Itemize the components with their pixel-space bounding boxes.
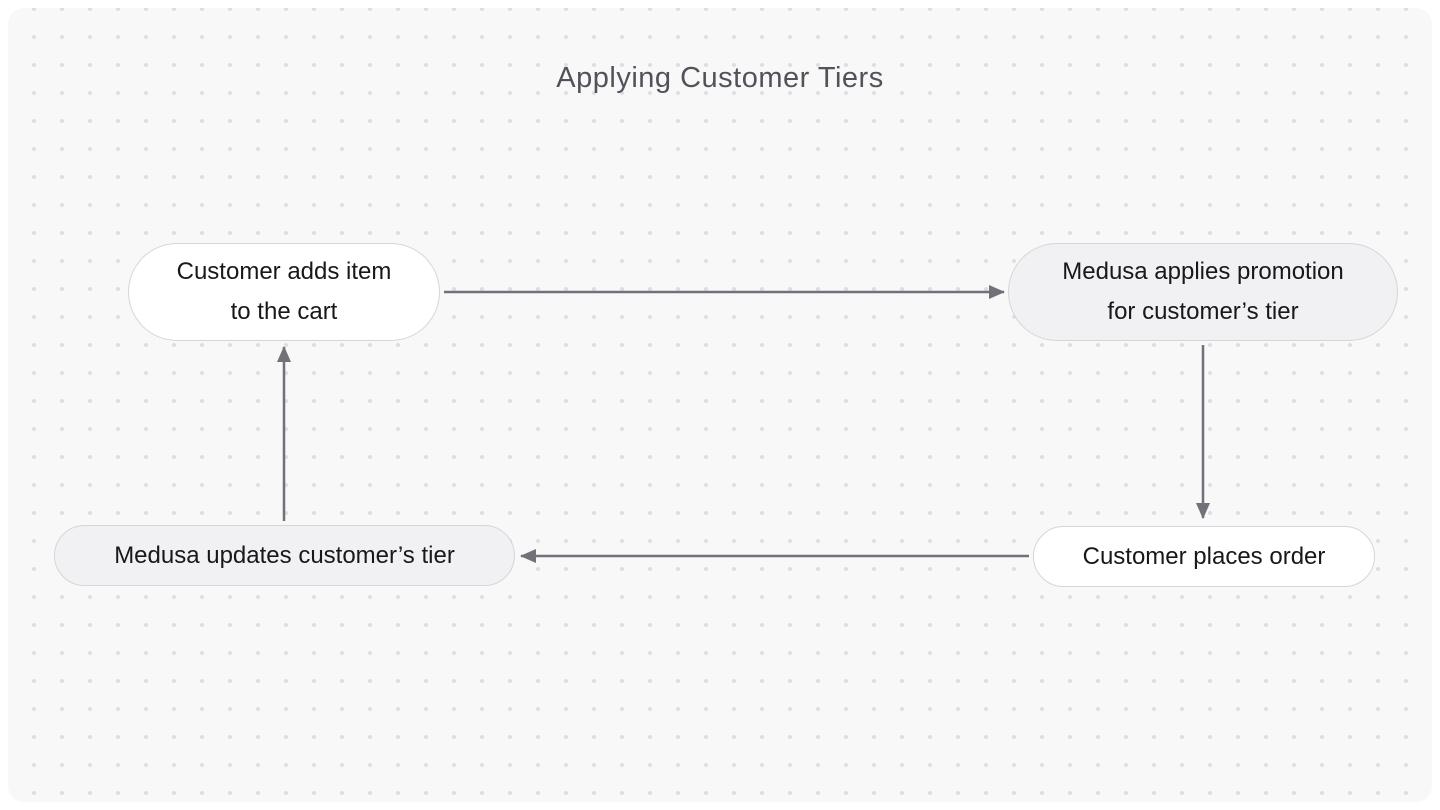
flow-arrows bbox=[277, 285, 1210, 563]
node-medusa-updates-tier: Medusa updates customer’s tier bbox=[54, 525, 515, 586]
node-medusa-applies-promotion: Medusa applies promotion for customer’s … bbox=[1008, 243, 1398, 341]
node-customer-places-order: Customer places order bbox=[1033, 526, 1375, 587]
node-label-medusa-updates-tier: Medusa updates customer’s tier bbox=[114, 541, 455, 569]
node-label-medusa-applies-promotion: Medusa applies promotion for customer’s … bbox=[1062, 258, 1344, 325]
diagram-title: Applying Customer Tiers bbox=[556, 62, 884, 94]
node-label-customer-adds-item: Customer adds item to the cart bbox=[176, 258, 392, 325]
diagram-canvas: Applying Customer Tiers Customer adds it… bbox=[8, 8, 1432, 802]
node-customer-adds-item: Customer adds item to the cart bbox=[128, 243, 440, 341]
node-label-customer-places-order: Customer places order bbox=[1082, 542, 1326, 570]
